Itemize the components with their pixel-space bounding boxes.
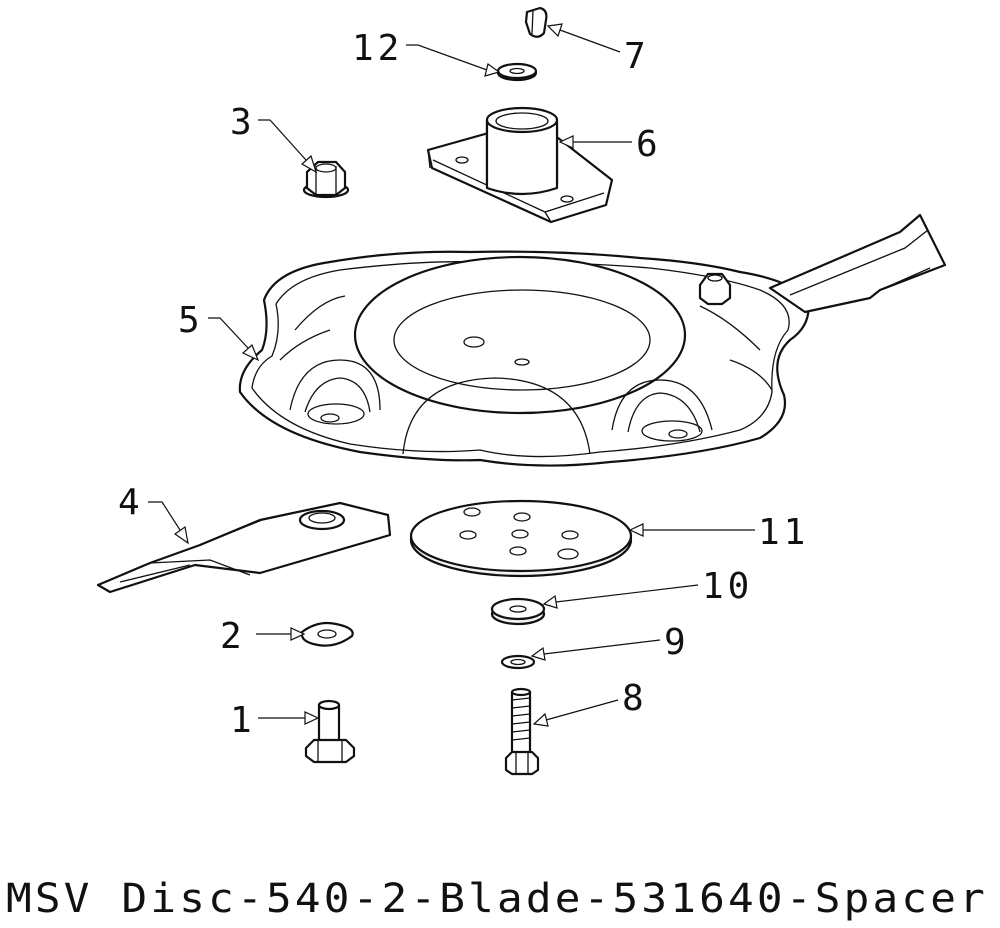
- callout-6: 6: [636, 124, 662, 165]
- part-6-hub-bracket: [426, 106, 614, 224]
- part-2-washer: [300, 621, 354, 647]
- callout-9: 9: [664, 622, 690, 663]
- part-8-bolt: [504, 687, 540, 776]
- part-7-key: [524, 6, 548, 38]
- part-11-plate: [409, 499, 633, 578]
- part-12-washer: [496, 62, 538, 82]
- part-9-lockwasher: [500, 654, 536, 670]
- part-1-bolt: [304, 699, 356, 764]
- part-4-blade: [96, 501, 392, 594]
- callout-7: 7: [624, 36, 650, 77]
- leader-lines: [148, 23, 755, 727]
- part-5-disc: [238, 250, 810, 467]
- callout-4: 4: [118, 482, 144, 523]
- callout-numbers: 1 2 3 4 5 6 7 8 9 10 11 12: [118, 28, 809, 741]
- callout-8: 8: [622, 678, 648, 719]
- part-3-nut: [302, 160, 350, 199]
- callout-11: 11: [758, 512, 809, 553]
- callout-10: 10: [702, 566, 753, 607]
- callout-2: 2: [220, 616, 246, 657]
- part-4-blade-mounted: [698, 213, 947, 314]
- callout-12: 12: [352, 28, 403, 69]
- callout-5: 5: [178, 300, 204, 341]
- part-10-spacer: [490, 597, 546, 626]
- diagram-caption: MSV Disc-540-2-Blade-531640-Spacer: [6, 876, 988, 922]
- callout-3: 3: [230, 102, 256, 143]
- callout-1: 1: [230, 700, 256, 741]
